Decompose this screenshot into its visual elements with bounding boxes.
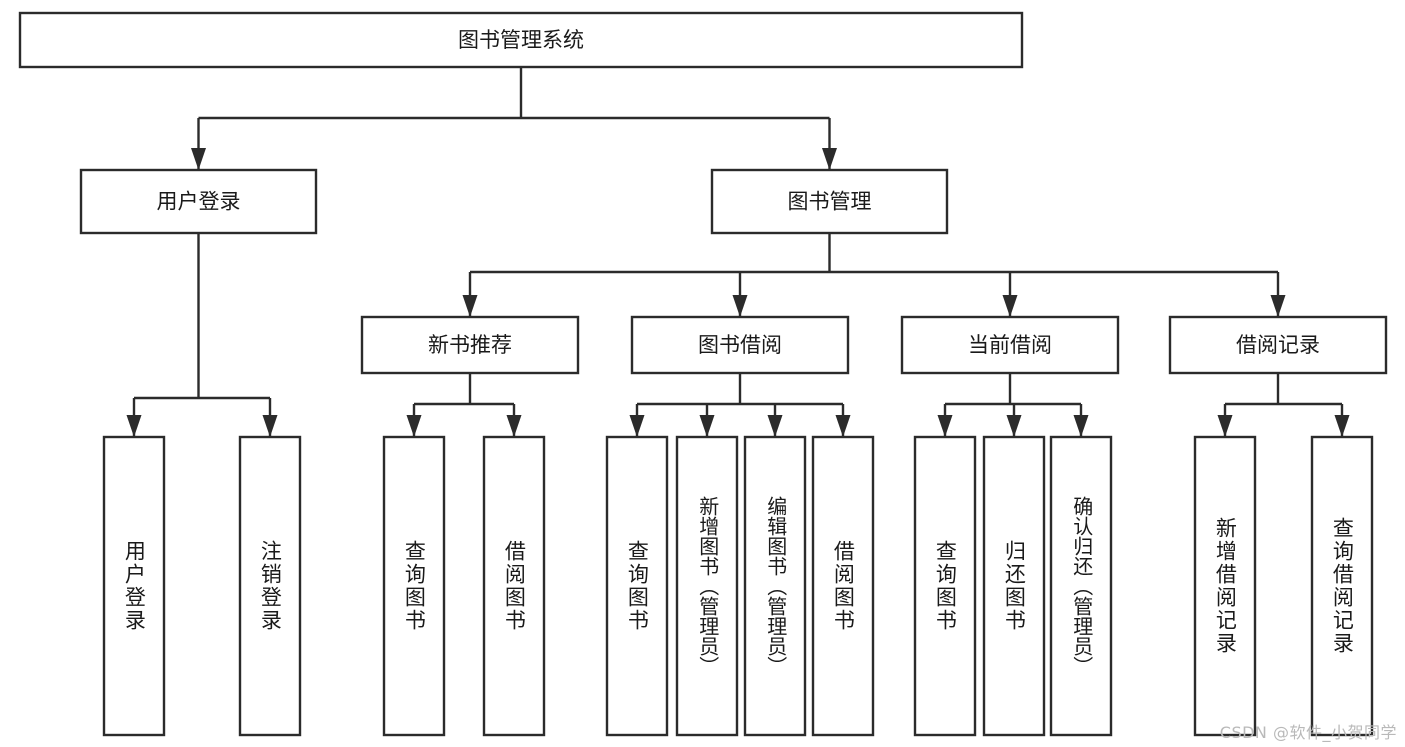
arrow-head-icon — [835, 415, 851, 437]
node-label-l1-book-manage: 图书管理 — [788, 190, 872, 214]
arrow-head-icon — [1270, 295, 1286, 317]
boxes-layer — [18, 11, 1388, 737]
csdn-watermark: CSDN @软件_小贺同学 — [1219, 723, 1397, 742]
arrow-head-icon — [1006, 415, 1022, 437]
edges-layer — [126, 67, 1350, 437]
node-box-l2-book-borrow[interactable] — [630, 315, 850, 375]
node-box-leaf-cur-query-book[interactable] — [913, 435, 977, 737]
node-box-leaf-rec-query-record[interactable] — [1310, 435, 1374, 737]
arrow-head-icon — [1002, 295, 1018, 317]
arrow-head-icon — [767, 415, 783, 437]
node-label-root: 图书管理系统 — [458, 28, 584, 52]
node-label-l2-borrow-record: 借阅记录 — [1236, 333, 1320, 357]
arrow-head-icon — [699, 415, 715, 437]
arrow-head-icon — [406, 415, 422, 437]
node-box-l1-user-login[interactable] — [79, 168, 318, 235]
node-box-l2-current-borrow[interactable] — [900, 315, 1120, 375]
arrow-head-icon — [629, 415, 645, 437]
node-box-leaf-rec-query-book[interactable] — [382, 435, 446, 737]
arrow-head-icon — [506, 415, 522, 437]
node-box-root[interactable] — [18, 11, 1024, 69]
arrow-head-icon — [732, 295, 748, 317]
arrow-head-icon — [462, 295, 478, 317]
arrow-head-icon — [126, 415, 142, 437]
node-label-l2-current-borrow: 当前借阅 — [968, 333, 1052, 357]
arrow-head-icon — [1334, 415, 1350, 437]
arrow-head-icon — [1217, 415, 1233, 437]
arrow-head-icon — [191, 148, 206, 170]
node-box-leaf-user-logout[interactable] — [238, 435, 302, 737]
arrow-head-icon — [1073, 415, 1089, 437]
node-label-l2-book-borrow: 图书借阅 — [698, 333, 782, 357]
node-box-leaf-rec-add-record[interactable] — [1193, 435, 1257, 737]
node-label-l2-new-book-rec: 新书推荐 — [428, 333, 512, 357]
node-box-leaf-cur-confirm-return[interactable] — [1049, 435, 1113, 737]
node-label-l1-user-login: 用户登录 — [157, 190, 241, 214]
arrow-head-icon — [262, 415, 278, 437]
arrow-head-icon — [937, 415, 953, 437]
node-box-leaf-user-login[interactable] — [102, 435, 166, 737]
node-box-leaf-cur-return-book[interactable] — [982, 435, 1046, 737]
node-box-leaf-borrow-query-book[interactable] — [605, 435, 669, 737]
node-box-l2-borrow-record[interactable] — [1168, 315, 1388, 375]
node-box-leaf-rec-borrow-book[interactable] — [482, 435, 546, 737]
node-box-l2-new-book-rec[interactable] — [360, 315, 580, 375]
node-box-leaf-borrow-edit-book[interactable] — [743, 435, 807, 737]
node-box-l1-book-manage[interactable] — [710, 168, 949, 235]
node-box-leaf-borrow-add-book[interactable] — [675, 435, 739, 737]
node-box-leaf-borrow-borrow-book[interactable] — [811, 435, 875, 737]
arrow-head-icon — [822, 148, 837, 170]
